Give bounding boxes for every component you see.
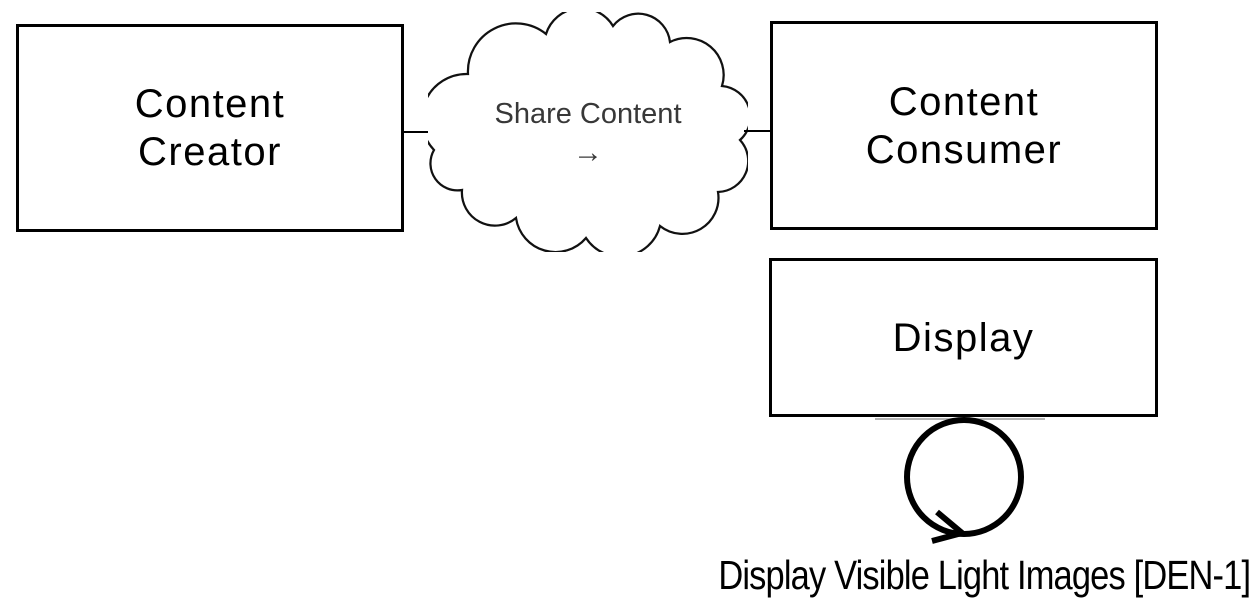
connector-cloud-to-consumer bbox=[744, 130, 770, 132]
cloud-label: Share Content bbox=[494, 98, 682, 130]
display-label: Display bbox=[892, 315, 1035, 360]
content-creator-label-line1: Content bbox=[134, 82, 286, 126]
share-content-cloud: Share Content → bbox=[428, 12, 748, 252]
content-creator-label-line2: Creator bbox=[138, 130, 282, 174]
content-consumer-label: Content Consumer bbox=[866, 78, 1063, 174]
content-consumer-label-line1: Content bbox=[888, 79, 1040, 124]
caption-display-visible-light: Display Visible Light Images [DEN-1] bbox=[718, 552, 1251, 598]
right-arrow-icon: → bbox=[573, 136, 603, 169]
connector-creator-to-cloud bbox=[404, 131, 432, 133]
display-box: Display bbox=[769, 258, 1158, 417]
content-creator-label: Content Creator bbox=[135, 80, 286, 176]
content-creator-box: Content Creator bbox=[16, 24, 404, 232]
content-consumer-box: Content Consumer bbox=[770, 21, 1158, 230]
content-consumer-label-line2: Consumer bbox=[865, 127, 1063, 172]
cloud-shape-icon bbox=[428, 12, 748, 252]
loop-arrow-svg bbox=[904, 417, 1024, 544]
loop-arrow-icon bbox=[830, 405, 1040, 560]
